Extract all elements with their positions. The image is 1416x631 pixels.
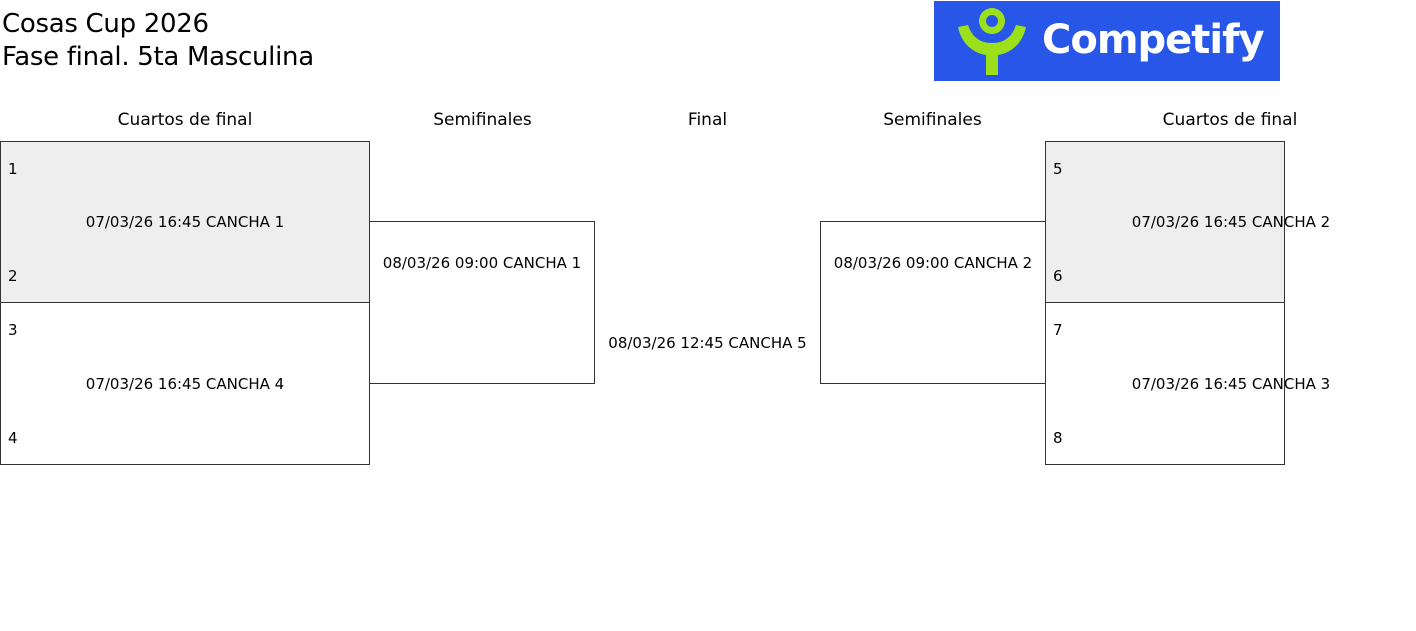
match-qf3-info: 07/03/26 16:45 CANCHA 2 (1131, 213, 1331, 231)
match-qf3[interactable]: 5 07/03/26 16:45 CANCHA 2 6 (1045, 141, 1330, 303)
round-header-left-quarterfinals: Cuartos de final (117, 110, 253, 130)
round-header-final: Final (687, 110, 728, 130)
match-sf2-info: 08/03/26 09:00 CANCHA 2 (833, 254, 1033, 272)
match-qf2-info: 07/03/26 16:45 CANCHA 4 (85, 375, 285, 393)
seed-6: 6 (1053, 267, 1063, 285)
match-qf4-info: 07/03/26 16:45 CANCHA 3 (1131, 375, 1331, 393)
round-header-right-semifinals: Semifinales (883, 110, 982, 130)
seed-7: 7 (1053, 321, 1063, 339)
match-qf2[interactable]: 3 07/03/26 16:45 CANCHA 4 4 (0, 302, 370, 465)
competify-person-icon (958, 8, 1026, 75)
seed-8: 8 (1053, 429, 1063, 447)
match-qf1[interactable]: 1 07/03/26 16:45 CANCHA 1 2 (0, 141, 370, 303)
page-subtitle: Fase final. 5ta Masculina (2, 42, 314, 72)
match-final-info[interactable]: 08/03/26 12:45 CANCHA 5 (608, 334, 807, 352)
seed-3: 3 (8, 321, 18, 339)
seed-5: 5 (1053, 160, 1063, 178)
seed-4: 4 (8, 429, 18, 447)
round-header-left-semifinals: Semifinales (433, 110, 532, 130)
match-qf4[interactable]: 7 07/03/26 16:45 CANCHA 3 8 (1045, 302, 1330, 465)
seed-1: 1 (8, 160, 18, 178)
competify-logo: Competify (934, 1, 1280, 81)
match-qf1-info: 07/03/26 16:45 CANCHA 1 (85, 213, 285, 231)
match-sf1[interactable]: 08/03/26 09:00 CANCHA 1 (369, 221, 595, 384)
logo-wordmark: Competify (1042, 17, 1265, 63)
round-header-right-quarterfinals: Cuartos de final (1162, 110, 1298, 130)
page-title: Cosas Cup 2026 (2, 9, 209, 39)
match-sf2[interactable]: 08/03/26 09:00 CANCHA 2 (820, 221, 1046, 384)
seed-2: 2 (8, 267, 18, 285)
match-sf1-info: 08/03/26 09:00 CANCHA 1 (382, 254, 582, 272)
